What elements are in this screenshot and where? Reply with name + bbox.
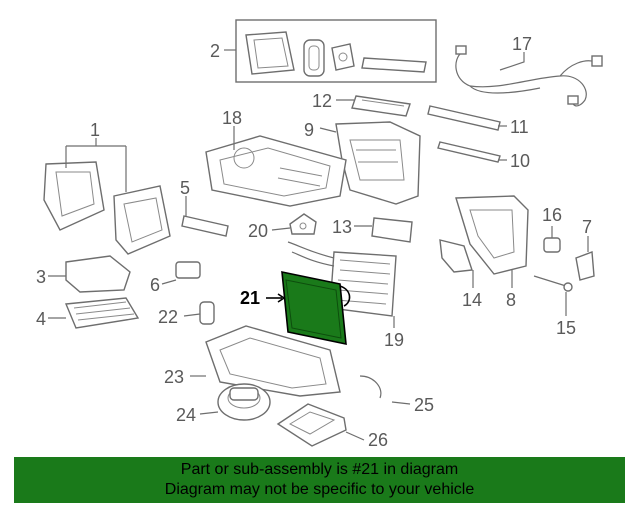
callout-20: 20 xyxy=(248,221,268,241)
banner-line-disclaimer: Diagram may not be specific to your vehi… xyxy=(164,481,475,498)
part-13-seal[interactable] xyxy=(371,217,413,243)
callout-11: 11 xyxy=(510,117,529,137)
part-25-hose[interactable] xyxy=(359,375,382,399)
callout-21: 21 xyxy=(240,288,260,308)
part-9-case[interactable] xyxy=(335,121,421,205)
callout-23: 23 xyxy=(164,367,184,387)
part-19-heater-core[interactable] xyxy=(287,241,397,317)
callout-25: 25 xyxy=(414,395,434,415)
leader-lines xyxy=(48,49,589,441)
part-3-cover[interactable] xyxy=(65,255,131,293)
parts-diagram: 2 17 12 11 10 9 18 1 5 20 13 19 14 8 16 … xyxy=(36,19,603,450)
part-1-case[interactable] xyxy=(43,161,171,255)
callout-1: 1 xyxy=(90,120,100,140)
callout-8: 8 xyxy=(506,290,516,310)
part-11-door[interactable] xyxy=(427,105,501,131)
part-7-actuator[interactable] xyxy=(575,251,595,281)
callout-labels: 2 17 12 11 10 9 18 1 5 20 13 19 14 8 16 … xyxy=(36,34,592,450)
callout-19: 19 xyxy=(384,330,404,350)
callout-15: 15 xyxy=(556,318,576,338)
callout-26: 26 xyxy=(368,430,388,450)
callout-4: 4 xyxy=(36,309,46,329)
banner-line-part: Part or sub-assembly is #21 in diagram xyxy=(180,461,459,478)
part-17-wiring-harness[interactable] xyxy=(455,45,603,107)
callout-16: 16 xyxy=(542,205,562,225)
part-10-door[interactable] xyxy=(437,141,501,163)
callout-18: 18 xyxy=(222,108,242,128)
part-5-filter-door[interactable] xyxy=(181,215,229,237)
part-12-door[interactable] xyxy=(351,95,411,117)
callout-12: 12 xyxy=(312,91,332,111)
callout-17: 17 xyxy=(512,34,532,54)
callout-9: 9 xyxy=(304,120,314,140)
callout-6: 6 xyxy=(150,275,160,295)
callout-14: 14 xyxy=(462,290,482,310)
callout-22: 22 xyxy=(158,307,178,327)
part-26-plate[interactable] xyxy=(276,403,347,447)
part-15-hose[interactable] xyxy=(533,275,573,292)
part-14-actuator[interactable] xyxy=(439,239,473,273)
callout-2: 2 xyxy=(210,41,220,61)
part-23-lower-case[interactable] xyxy=(205,325,341,397)
part-21-evaporator[interactable] xyxy=(281,270,351,346)
callout-13: 13 xyxy=(332,217,352,237)
part-6-resistor[interactable] xyxy=(175,261,201,279)
part-18-heater-case[interactable] xyxy=(205,135,347,207)
part-8-case[interactable] xyxy=(455,195,529,275)
part-20-bracket[interactable] xyxy=(289,213,317,235)
part-2-seal-kit[interactable] xyxy=(235,19,437,83)
leader-line-21 xyxy=(266,293,286,303)
callout-10: 10 xyxy=(510,151,530,171)
part-16-sensor[interactable] xyxy=(543,237,561,253)
callout-24: 24 xyxy=(176,405,196,425)
callout-7: 7 xyxy=(582,217,592,237)
callout-5: 5 xyxy=(180,178,190,198)
part-4-filter[interactable] xyxy=(64,297,140,329)
part-22-valve[interactable] xyxy=(199,301,215,325)
info-banner: Part or sub-assembly is #21 in diagram D… xyxy=(14,457,625,503)
part-24-blower-motor[interactable] xyxy=(217,383,271,421)
callout-3: 3 xyxy=(36,267,46,287)
